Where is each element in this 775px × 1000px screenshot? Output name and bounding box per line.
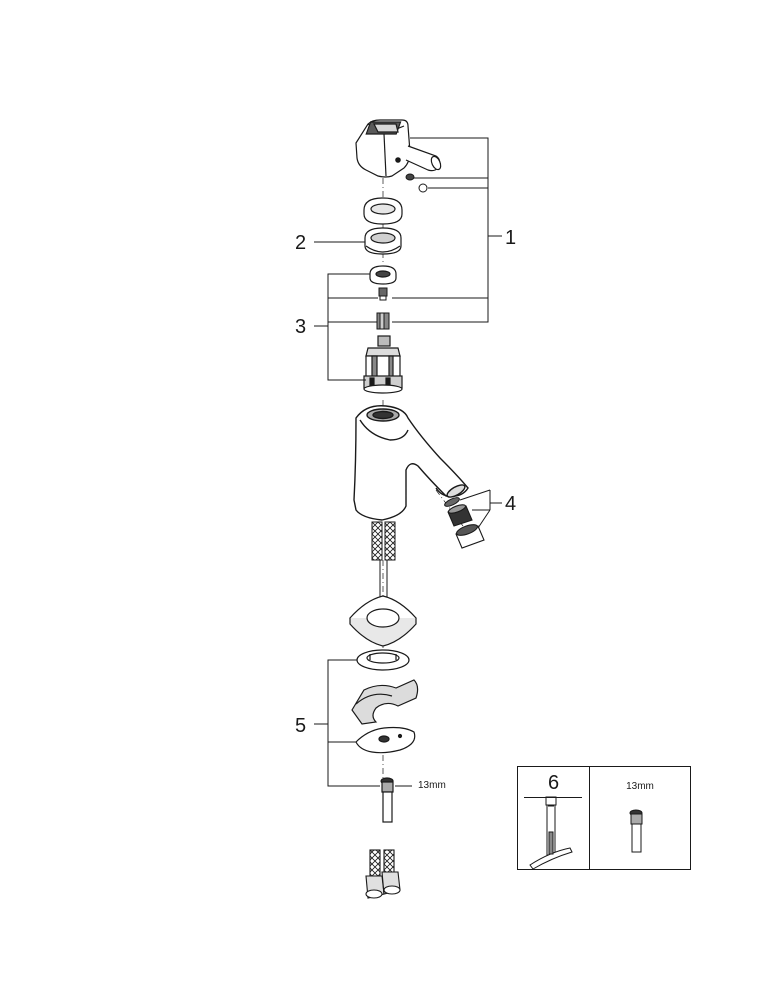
aerator-insert [447, 504, 473, 527]
hex-key-tool [529, 796, 573, 870]
tool-box-divider [589, 767, 590, 869]
callout-5-leaders [314, 659, 412, 787]
tool-number-underline [524, 797, 582, 798]
ceramic-cartridge [363, 335, 403, 394]
tool-dimension-label: 13mm [626, 781, 654, 792]
callout-4-label: 4 [505, 493, 517, 515]
fixing-bracket [351, 679, 419, 725]
callout-5-label: 5 [295, 715, 307, 737]
hose-lines [379, 560, 388, 598]
supply-hoses [371, 521, 396, 561]
cartridge-nut [364, 227, 402, 255]
callout-2-label: 2 [295, 232, 307, 254]
callout-3-leaders [314, 273, 378, 381]
lever-handle [355, 119, 442, 178]
stud-tool [629, 809, 643, 853]
callout-4-leaders [459, 489, 502, 529]
c-washer [355, 726, 416, 754]
cover-ring [363, 197, 403, 225]
adapter-screw [378, 287, 388, 301]
hose-connectors [365, 849, 401, 899]
tool-number-label: 6 [547, 772, 560, 794]
aerator-washer [444, 497, 460, 507]
callout-3-label: 3 [295, 316, 307, 338]
seal-ring [356, 649, 410, 671]
base-plate [349, 595, 417, 647]
callout-1-leaders [392, 137, 502, 323]
retaining-ring [369, 265, 397, 285]
callout-1-label: 1 [505, 227, 517, 249]
spline-adapter [376, 312, 390, 330]
mixer-body [353, 405, 469, 521]
aerator-housing [455, 524, 485, 549]
nut-size-label: 13mm [418, 780, 446, 791]
grub-screw [405, 173, 428, 193]
tool-box-panel: 6 13mm [517, 766, 691, 870]
fixing-stud [380, 777, 394, 823]
